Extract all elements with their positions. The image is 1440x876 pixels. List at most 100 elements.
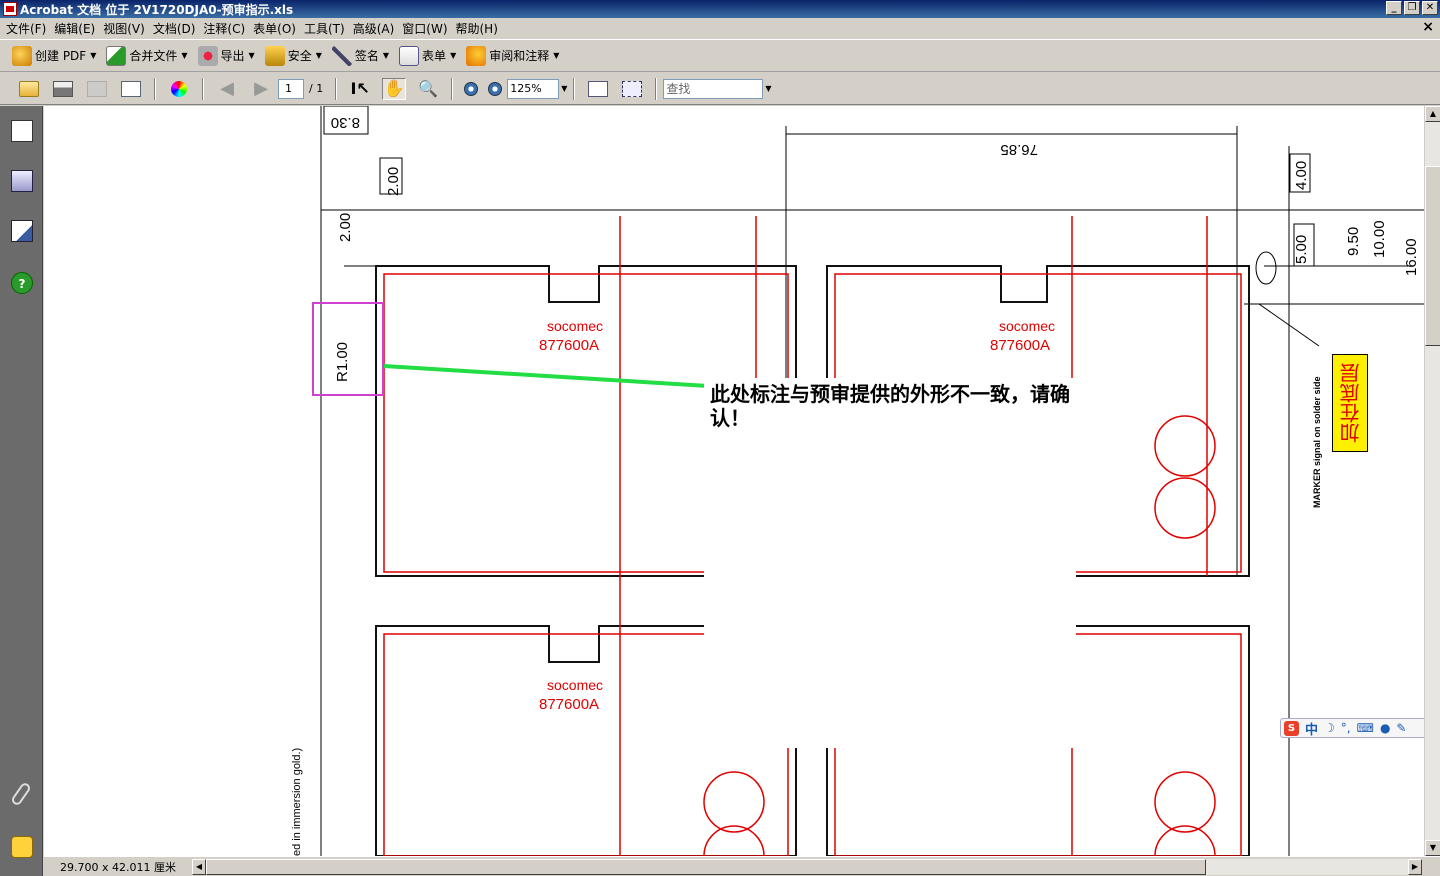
security-label: 安全 <box>287 49 312 63</box>
brand-logo-1: socomec <box>547 318 603 334</box>
zoom-tool[interactable]: 🔍 <box>416 78 440 100</box>
restore-button[interactable]: ❐ <box>1404 1 1420 15</box>
paperclip-icon[interactable] <box>10 781 32 807</box>
menu-window[interactable]: 窗口(W) <box>402 21 448 36</box>
page-size-readout: 29.700 x 42.011 厘米 <box>60 860 176 874</box>
help-icon[interactable]: ? <box>11 272 33 294</box>
find-input[interactable]: 查找 <box>663 78 764 99</box>
toolbar-divider <box>451 77 454 100</box>
menu-advanced[interactable]: 高级(A) <box>352 21 395 36</box>
create-pdf-button[interactable]: 创建 PDF▼ <box>8 43 102 69</box>
zoom-dropdown-icon[interactable]: ▼ <box>561 84 568 93</box>
vertical-scroll-thumb[interactable] <box>1425 166 1440 346</box>
review-comment-button[interactable]: 审阅和注释▼ <box>462 43 565 69</box>
fit-page-button[interactable] <box>620 78 644 100</box>
page-number-input[interactable]: 1 <box>278 78 304 99</box>
review-callout-text[interactable]: 此处标注与预审提供的外形不一致，请确认！ <box>710 382 1070 430</box>
horizontal-scroll-thumb[interactable] <box>206 858 1206 875</box>
marker-note: MARKER signal on solder side <box>1312 376 1322 508</box>
zoom-out-button[interactable] <box>464 81 479 96</box>
export-label: 导出 <box>220 49 245 63</box>
menu-help[interactable]: 帮助(H) <box>455 21 498 36</box>
disk-icon <box>87 80 107 97</box>
folder-icon <box>19 80 39 97</box>
security-button[interactable]: 安全▼ <box>261 43 328 69</box>
zoom-in-button[interactable] <box>488 81 503 96</box>
keyboard-icon[interactable]: ⌨ <box>1356 721 1374 735</box>
color-tool-button[interactable] <box>167 78 191 100</box>
select-text-tool[interactable]: I↖ <box>348 78 372 100</box>
next-page-button[interactable]: ▶ <box>249 78 273 100</box>
open-button[interactable] <box>17 78 41 100</box>
review-label: 审阅和注释 <box>489 49 550 63</box>
dim-2-00-top: 2.00 <box>385 167 402 196</box>
window-controls: _ ❐ ✕ <box>1386 1 1438 15</box>
yellow-tag[interactable]: 加在底层 <box>1332 354 1368 452</box>
dim-16-00: 16.00 <box>1403 238 1420 276</box>
yellow-tag-text: 加在底层 <box>1338 363 1363 443</box>
arrow-right-icon: ▶ <box>254 78 268 99</box>
ime-toolbar[interactable]: S 中 ☽ °, ⌨ ● ✎ <box>1280 718 1426 738</box>
scroll-down-icon[interactable]: ▼ <box>1425 840 1440 856</box>
export-icon <box>197 45 218 66</box>
close-button[interactable]: ✕ <box>1422 1 1438 15</box>
sign-button[interactable]: 签名▼ <box>328 43 395 69</box>
horizontal-scrollbar[interactable]: ◀ ▶ <box>192 858 1422 875</box>
wrench-icon[interactable]: ✎ <box>1396 721 1407 735</box>
pages-icon[interactable] <box>11 120 33 142</box>
menu-tools[interactable]: 工具(T) <box>303 21 345 36</box>
export-button[interactable]: 导出▼ <box>194 43 261 69</box>
hand-icon: ✋ <box>383 78 405 99</box>
dim-2-00-left: 2.00 <box>337 213 354 242</box>
zoom-level-field[interactable]: 125% <box>507 78 560 99</box>
chevron-down-icon: ▼ <box>181 51 188 60</box>
callout-background <box>704 378 1076 748</box>
ime-mode[interactable]: 中 <box>1305 722 1319 738</box>
signatures-icon[interactable] <box>11 220 33 242</box>
highlight-box <box>312 302 384 396</box>
chevron-down-icon: ▼ <box>90 51 97 60</box>
user-icon[interactable]: ● <box>1379 721 1391 735</box>
menu-file[interactable]: 文件(F) <box>6 21 47 36</box>
forms-label: 表单 <box>422 49 447 63</box>
scroll-up-icon[interactable]: ▲ <box>1425 106 1440 122</box>
email-button[interactable] <box>119 78 143 100</box>
toolbar-divider <box>202 77 204 100</box>
dim-76-85: 76.85 <box>1000 141 1038 158</box>
moon-icon[interactable]: ☽ <box>1324 721 1335 735</box>
print-button[interactable] <box>51 78 75 100</box>
scroll-right-icon[interactable]: ▶ <box>1408 858 1422 875</box>
sogou-logo-icon: S <box>1284 720 1299 736</box>
document-view[interactable]: socomec 877600A socomec 877600A socomec … <box>44 106 1424 856</box>
hand-tool[interactable]: ✋ <box>382 77 407 100</box>
review-icon <box>466 45 487 66</box>
fit-width-button[interactable] <box>586 78 610 100</box>
comments-icon[interactable] <box>11 836 33 858</box>
bookmarks-icon[interactable] <box>11 170 33 192</box>
menu-comments[interactable]: 注释(C) <box>203 21 246 36</box>
save-button[interactable] <box>85 78 109 100</box>
punctuation-icon[interactable]: °, <box>1340 721 1351 735</box>
scroll-left-icon[interactable]: ◀ <box>192 858 206 875</box>
minimize-button[interactable]: _ <box>1386 1 1402 15</box>
create-pdf-icon <box>12 45 32 66</box>
document-close-icon[interactable]: × <box>1422 19 1434 35</box>
dim-9-50: 9.50 <box>1345 227 1362 256</box>
menu-edit[interactable]: 编辑(E) <box>54 21 96 36</box>
menu-document[interactable]: 文档(D) <box>152 21 196 36</box>
window-title: Acrobat 文档 位于 2V1720DJA0-预审指示.xls <box>20 2 294 17</box>
previous-page-button[interactable]: ◀ <box>215 78 239 100</box>
menu-view[interactable]: 视图(V) <box>103 21 145 36</box>
toolbar-divider <box>335 77 338 100</box>
menu-forms[interactable]: 表单(O) <box>253 21 296 36</box>
chevron-down-icon: ▼ <box>315 51 322 60</box>
find-dropdown-icon[interactable]: ▼ <box>765 84 772 93</box>
sign-label: 签名 <box>354 49 379 63</box>
brand-logo-2: socomec <box>999 318 1055 334</box>
form-icon <box>399 45 420 66</box>
dim-r1-00: R1.00 <box>334 342 351 382</box>
vertical-scrollbar[interactable]: ▲ ▼ <box>1424 106 1440 856</box>
forms-button[interactable]: 表单▼ <box>395 43 462 69</box>
merge-files-button[interactable]: 合并文件▼ <box>102 43 193 69</box>
toolbar-divider <box>573 77 576 100</box>
